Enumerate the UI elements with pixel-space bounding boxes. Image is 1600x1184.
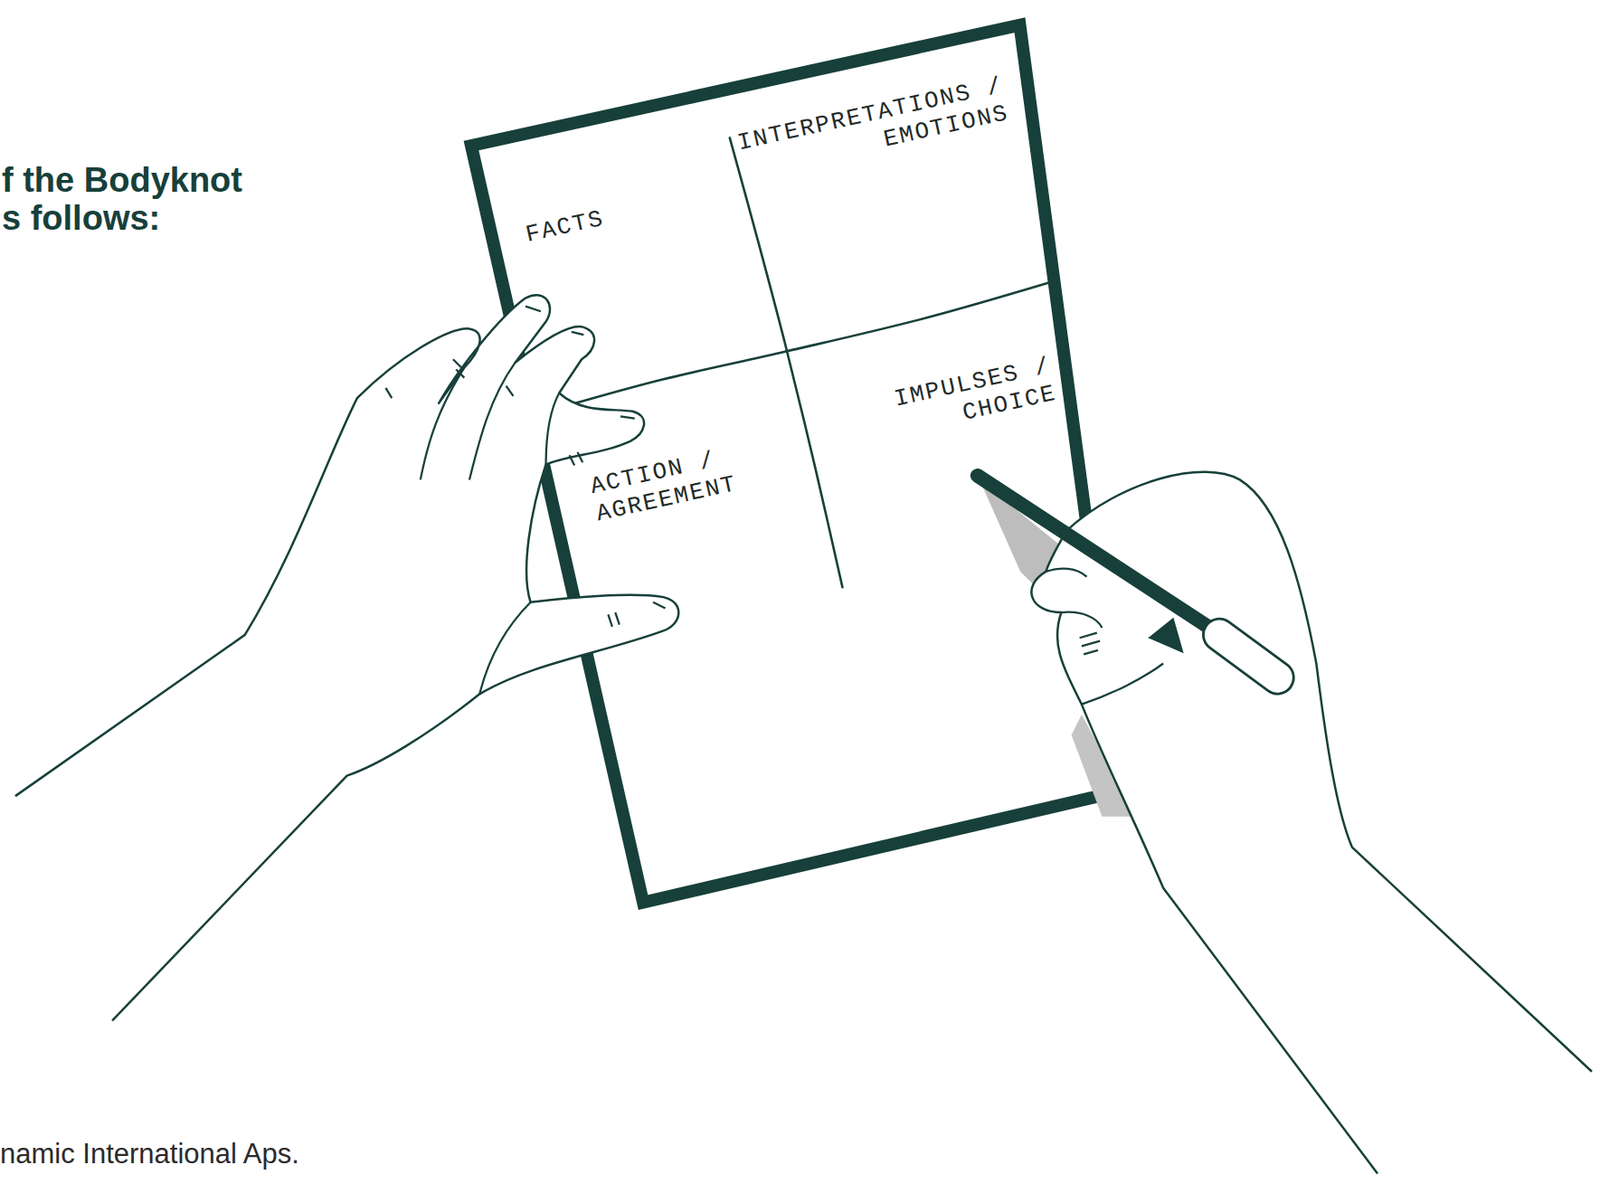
right-hand xyxy=(1031,472,1600,1184)
right-hand-fill xyxy=(1031,472,1600,1184)
paper-sheet: FACTSINTERPRETATIONS / EMOTIONSACTION / … xyxy=(471,25,1187,904)
quadrant-divider xyxy=(729,134,843,590)
pen-cap xyxy=(1219,634,1278,678)
pen-cap-outline xyxy=(1219,634,1278,678)
cropped-heading: f the Bodyknot xyxy=(1,160,243,200)
paper-border xyxy=(471,25,1187,904)
pen-grip xyxy=(1147,617,1184,654)
paper-outline xyxy=(471,25,1187,904)
right-hand-outline xyxy=(1031,472,1592,1174)
cropped-heading: s follows: xyxy=(1,198,161,238)
copyright-note: namic International Aps. xyxy=(0,1137,300,1171)
